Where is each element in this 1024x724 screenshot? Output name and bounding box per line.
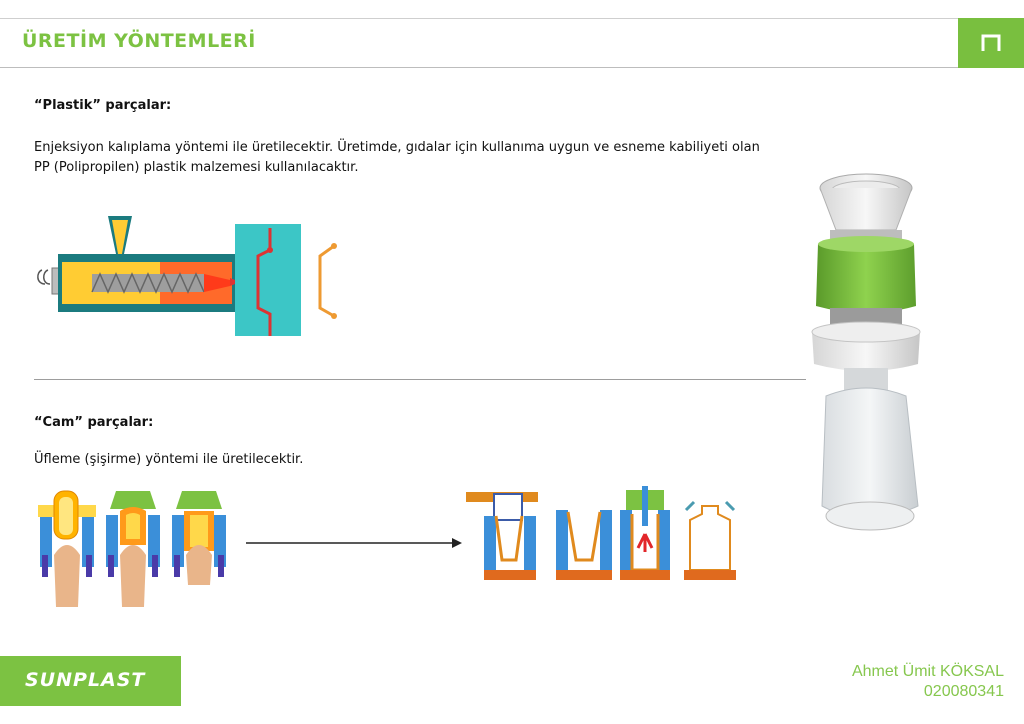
blow-molding-stage-2-diagram [466,486,736,580]
blow-molding-stage-1-diagram [38,490,226,607]
author-info: Ahmet Ümit KÖKSAL 020080341 [852,662,1004,702]
page-title: ÜRETİM YÖNTEMLERİ [22,30,256,52]
header-top-line [0,18,958,19]
n-shape-icon [981,34,1001,51]
glass-heading: “Cam” parçalar: [34,415,154,430]
author-name: Ahmet Ümit KÖKSAL [851,663,1004,680]
process-arrow [246,538,462,548]
brand-logo: SUNPLAST [0,656,181,706]
product-bottle-image [811,173,921,531]
glass-description: Üfleme (şişirme) yöntemi ile üretilecekt… [34,452,304,467]
plastic-description: Enjeksiyon kalıplama yöntemi ile üretile… [34,140,760,175]
plastic-heading: “Plastik” parçalar: [34,98,172,113]
brand-name: SUNPLAST [25,669,146,691]
injection-molding-diagram [37,216,337,336]
author-id: 020080341 [923,683,1004,700]
header-tab [958,18,1024,68]
section-divider [34,379,806,380]
header-bottom-line [0,67,958,68]
